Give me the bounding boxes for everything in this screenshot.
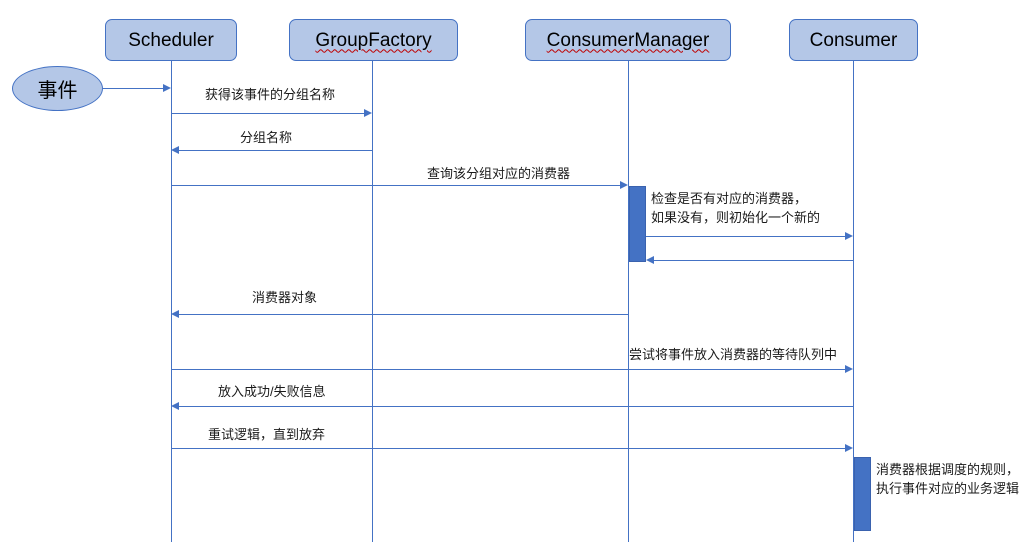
- lifeline-consumer-manager: [628, 61, 629, 542]
- note-consumer-line1: 消费器根据调度的规则，: [876, 462, 1020, 477]
- participant-group-factory-label: GroupFactory: [315, 29, 432, 51]
- message-line-consumer-ack: [654, 260, 853, 261]
- note-consumer-manager-line1: 检查是否有对应的消费器，: [651, 191, 808, 206]
- arrowhead-enqueue-result: [171, 402, 179, 410]
- message-label-group-name: 分组名称: [240, 130, 293, 145]
- arrowhead-consumer-ack: [646, 256, 654, 264]
- message-label-get-group-name: 获得该事件的分组名称: [205, 87, 336, 102]
- participant-scheduler[interactable]: Scheduler: [105, 19, 237, 61]
- lifeline-consumer: [853, 61, 854, 542]
- arrowhead-consumer-object: [171, 310, 179, 318]
- arrowhead-init-consumer: [845, 232, 853, 240]
- arrowhead-retry-logic: [845, 444, 853, 452]
- message-line-consumer-object: [179, 314, 628, 315]
- message-line-start-to-scheduler: [103, 88, 164, 89]
- message-line-init-consumer: [646, 236, 846, 237]
- note-consumer-manager: 检查是否有对应的消费器， 如果没有，则初始化一个新的: [651, 190, 820, 228]
- lifeline-group-factory: [372, 61, 373, 542]
- message-line-retry-logic: [171, 448, 846, 449]
- activation-bar-consumer-manager: [629, 186, 646, 262]
- arrowhead-get-group-name: [364, 109, 372, 117]
- message-line-group-name: [179, 150, 372, 151]
- note-consumer: 消费器根据调度的规则， 执行事件对应的业务逻辑: [876, 461, 1019, 499]
- participant-consumer-label: Consumer: [809, 29, 898, 51]
- start-event-label: 事件: [37, 80, 78, 102]
- participant-consumer-manager[interactable]: ConsumerManager: [525, 19, 731, 61]
- message-label-enqueue-result: 放入成功/失败信息: [218, 384, 326, 399]
- message-line-enqueue-result: [179, 406, 853, 407]
- participant-scheduler-label: Scheduler: [128, 29, 214, 51]
- start-event-node[interactable]: 事件: [12, 66, 103, 111]
- message-label-retry-logic: 重试逻辑，直到放弃: [208, 427, 326, 442]
- arrowhead-start-to-scheduler: [163, 84, 171, 92]
- message-label-consumer-object: 消费器对象: [252, 290, 318, 305]
- message-label-enqueue-event: 尝试将事件放入消费器的等待队列中: [629, 347, 838, 362]
- message-line-get-group-name: [171, 113, 365, 114]
- activation-bar-consumer: [854, 457, 871, 531]
- participant-consumer[interactable]: Consumer: [789, 19, 918, 61]
- message-line-query-consumer: [171, 185, 621, 186]
- arrowhead-enqueue-event: [845, 365, 853, 373]
- message-label-query-consumer: 查询该分组对应的消费器: [427, 166, 571, 181]
- participant-group-factory[interactable]: GroupFactory: [289, 19, 458, 61]
- arrowhead-group-name: [171, 146, 179, 154]
- arrowhead-query-consumer: [620, 181, 628, 189]
- lifeline-scheduler: [171, 61, 172, 542]
- note-consumer-manager-line2: 如果没有，则初始化一个新的: [651, 209, 821, 225]
- message-line-enqueue-event: [171, 369, 846, 370]
- participant-consumer-manager-label: ConsumerManager: [546, 29, 710, 51]
- note-consumer-line2: 执行事件对应的业务逻辑: [876, 480, 1020, 496]
